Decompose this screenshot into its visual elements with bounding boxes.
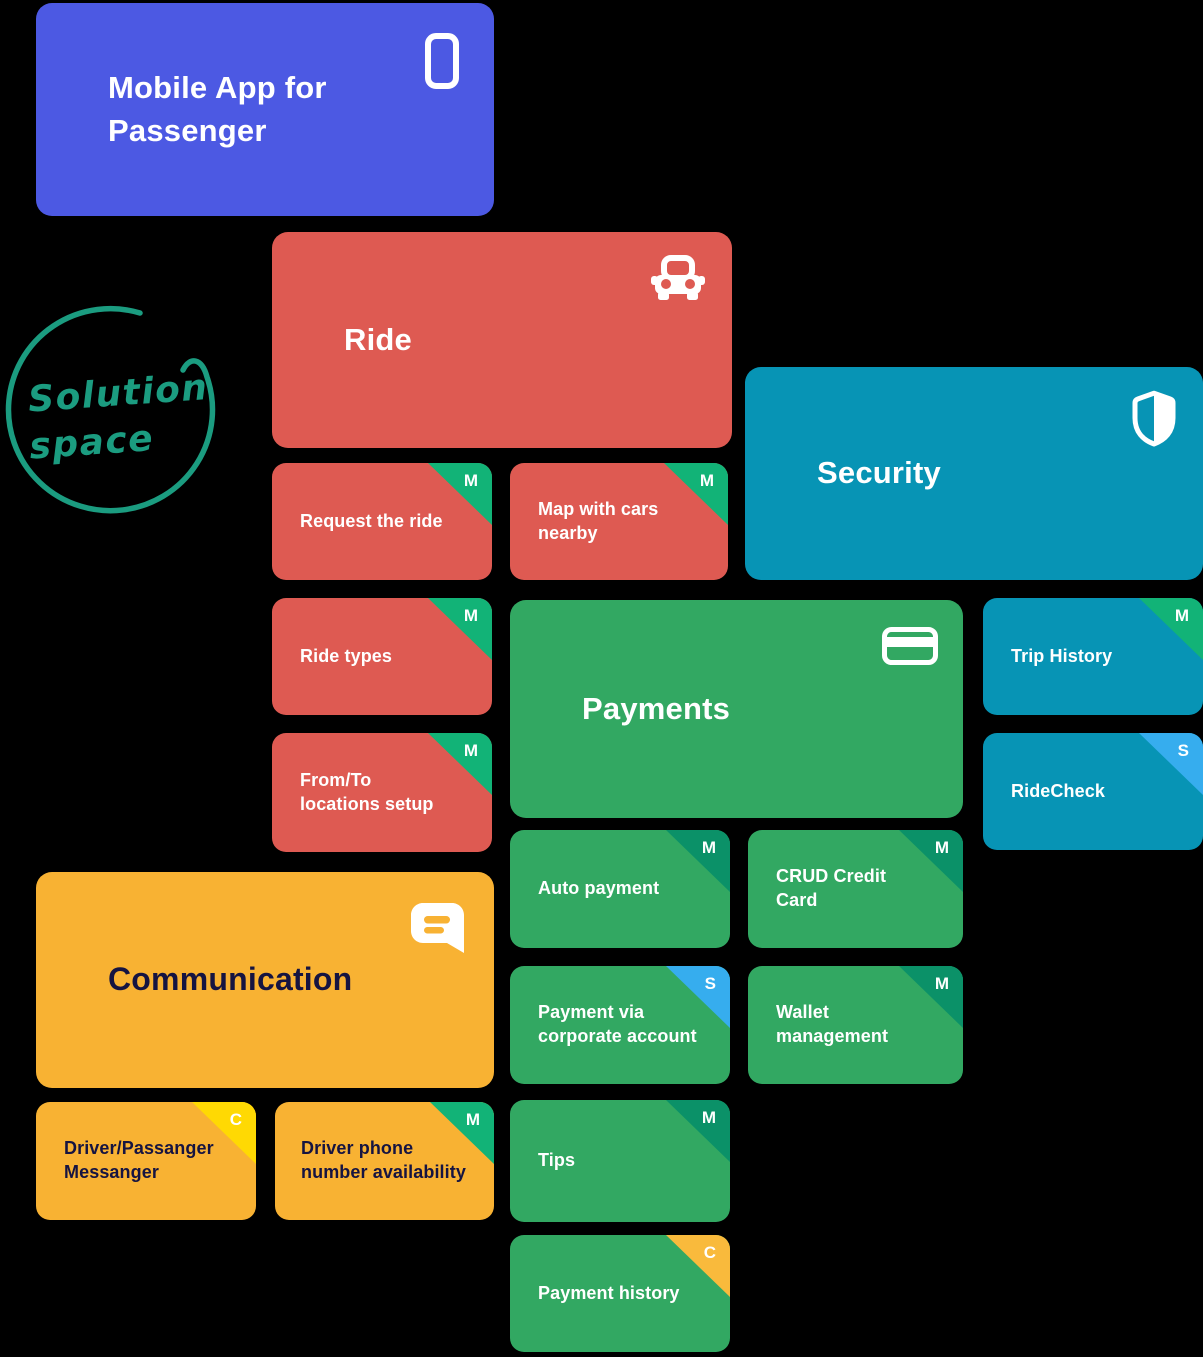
- feature-card-auto-payment[interactable]: M Auto payment: [510, 830, 730, 948]
- feature-label: Payment via corporate account: [538, 1002, 697, 1046]
- feature-card-tips[interactable]: M Tips: [510, 1100, 730, 1222]
- shield-icon: [1132, 390, 1176, 447]
- moscow-corner: [666, 830, 730, 892]
- moscow-badge: M: [701, 838, 716, 857]
- moscow-badge: S: [704, 974, 716, 993]
- group-title: Payments: [582, 690, 731, 726]
- feature-label: Tips: [538, 1150, 576, 1171]
- feature-label: Driver phone number availability: [301, 1138, 466, 1182]
- feature-label: Auto payment: [538, 878, 660, 899]
- moscow-badge: C: [703, 1243, 716, 1262]
- feature-card-payment-history[interactable]: C Payment history: [510, 1235, 730, 1352]
- feature-card-from-to-locations-setup[interactable]: M From/To locations setup: [272, 733, 492, 852]
- feature-label: Wallet management: [776, 1002, 889, 1046]
- hand-drawn-circle: [5, 305, 216, 514]
- annotation-line1: Solution: [27, 367, 210, 420]
- group-title: Ride: [344, 321, 412, 357]
- moscow-corner: [1139, 598, 1203, 660]
- annotation-line2: space: [28, 418, 155, 468]
- car-icon: [651, 255, 705, 300]
- group-card-payments[interactable]: Payments: [510, 600, 963, 818]
- feature-label: Request the ride: [300, 510, 443, 531]
- moscow-corner: [899, 966, 963, 1028]
- moscow-corner: [666, 1100, 730, 1162]
- group-title: Communication: [108, 961, 353, 998]
- moscow-badge: M: [701, 1108, 716, 1127]
- solution-space-annotation: Solution space: [5, 305, 216, 514]
- feature-label: Payment history: [538, 1282, 680, 1303]
- feature-label: From/To locations setup: [300, 769, 434, 814]
- group-title: Security: [817, 455, 941, 491]
- feature-label: Driver/Passanger Messanger: [64, 1138, 214, 1182]
- credit-card-icon: [882, 627, 938, 665]
- moscow-badge: M: [463, 471, 478, 490]
- feature-label: Trip History: [1011, 645, 1113, 666]
- feature-card-trip-history[interactable]: M Trip History: [983, 598, 1203, 715]
- moscow-corner: [428, 733, 492, 795]
- moscow-badge: C: [229, 1110, 242, 1129]
- moscow-badge: M: [463, 606, 478, 625]
- feature-card-ridecheck[interactable]: S RideCheck: [983, 733, 1203, 850]
- group-card-ride[interactable]: Ride: [272, 232, 732, 448]
- epic-title: Mobile App for Passenger: [108, 70, 327, 148]
- moscow-badge: S: [1177, 741, 1189, 760]
- moscow-corner: [664, 463, 728, 525]
- moscow-badge: M: [699, 471, 714, 490]
- chat-bubble-icon: [411, 903, 464, 953]
- moscow-badge: M: [1174, 606, 1189, 625]
- feature-card-payment-via-corporate-account[interactable]: S Payment via corporate account: [510, 966, 730, 1084]
- feature-card-map-with-cars-nearby[interactable]: M Map with cars nearby: [510, 463, 728, 580]
- group-card-security[interactable]: Security: [745, 367, 1203, 580]
- moscow-corner: [428, 598, 492, 660]
- epic-card-mobile-app-for-passenger[interactable]: Mobile App for Passenger: [36, 3, 494, 216]
- feature-card-crud-credit-card[interactable]: M CRUD Credit Card: [748, 830, 963, 948]
- moscow-badge: M: [465, 1110, 480, 1129]
- feature-label: CRUD Credit Card: [776, 866, 887, 910]
- moscow-corner: [1139, 733, 1203, 795]
- group-card-communication[interactable]: Communication: [36, 872, 494, 1088]
- moscow-badge: M: [934, 838, 949, 857]
- feature-label: RideCheck: [1011, 780, 1105, 801]
- moscow-badge: M: [934, 974, 949, 993]
- moscow-corner: [899, 830, 963, 892]
- feature-card-driver-passanger-messanger[interactable]: C Driver/Passanger Messanger: [36, 1102, 256, 1220]
- feature-label: Map with cars nearby: [538, 498, 659, 543]
- moscow-badge: M: [463, 741, 478, 760]
- feature-card-driver-phone-number-availability[interactable]: M Driver phone number availability: [275, 1102, 494, 1220]
- feature-card-wallet-management[interactable]: M Wallet management: [748, 966, 963, 1084]
- smartphone-icon: [425, 33, 459, 89]
- feature-card-ride-types[interactable]: M Ride types: [272, 598, 492, 715]
- feature-card-request-the-ride[interactable]: M Request the ride: [272, 463, 492, 580]
- feature-label: Ride types: [300, 645, 393, 666]
